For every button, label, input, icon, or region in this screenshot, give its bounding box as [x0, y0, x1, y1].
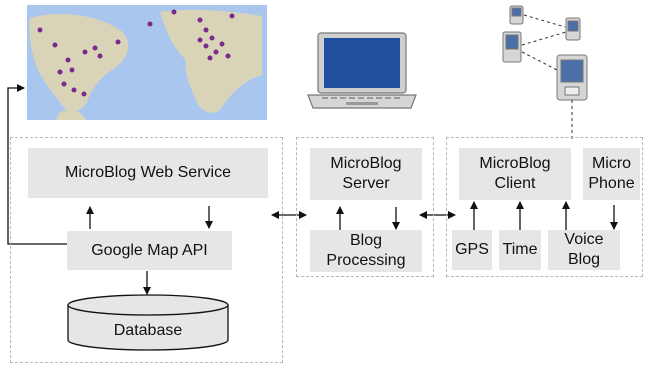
- microblog-server-box: MicroBlog Server: [310, 148, 422, 200]
- database-label: Database: [113, 322, 183, 339]
- google-map-api-box: Google Map API: [67, 231, 232, 270]
- client-group: [446, 137, 643, 277]
- database-cylinder: [67, 294, 229, 351]
- gps-box: GPS: [452, 230, 492, 270]
- voice-blog-box: Voice Blog: [548, 230, 620, 270]
- laptop-icon: [307, 32, 417, 109]
- microblog-client-box: MicroBlog Client: [459, 148, 571, 200]
- world-map-icon: [27, 5, 267, 120]
- microblog-web-service-box: MicroBlog Web Service: [28, 148, 268, 198]
- time-box: Time: [499, 230, 541, 270]
- web-service-group: [10, 137, 283, 363]
- server-group: [296, 137, 434, 277]
- mobile-phone-icon: [502, 5, 588, 101]
- micro-phone-box: Micro Phone: [583, 148, 640, 200]
- blog-processing-box: Blog Processing: [310, 230, 422, 272]
